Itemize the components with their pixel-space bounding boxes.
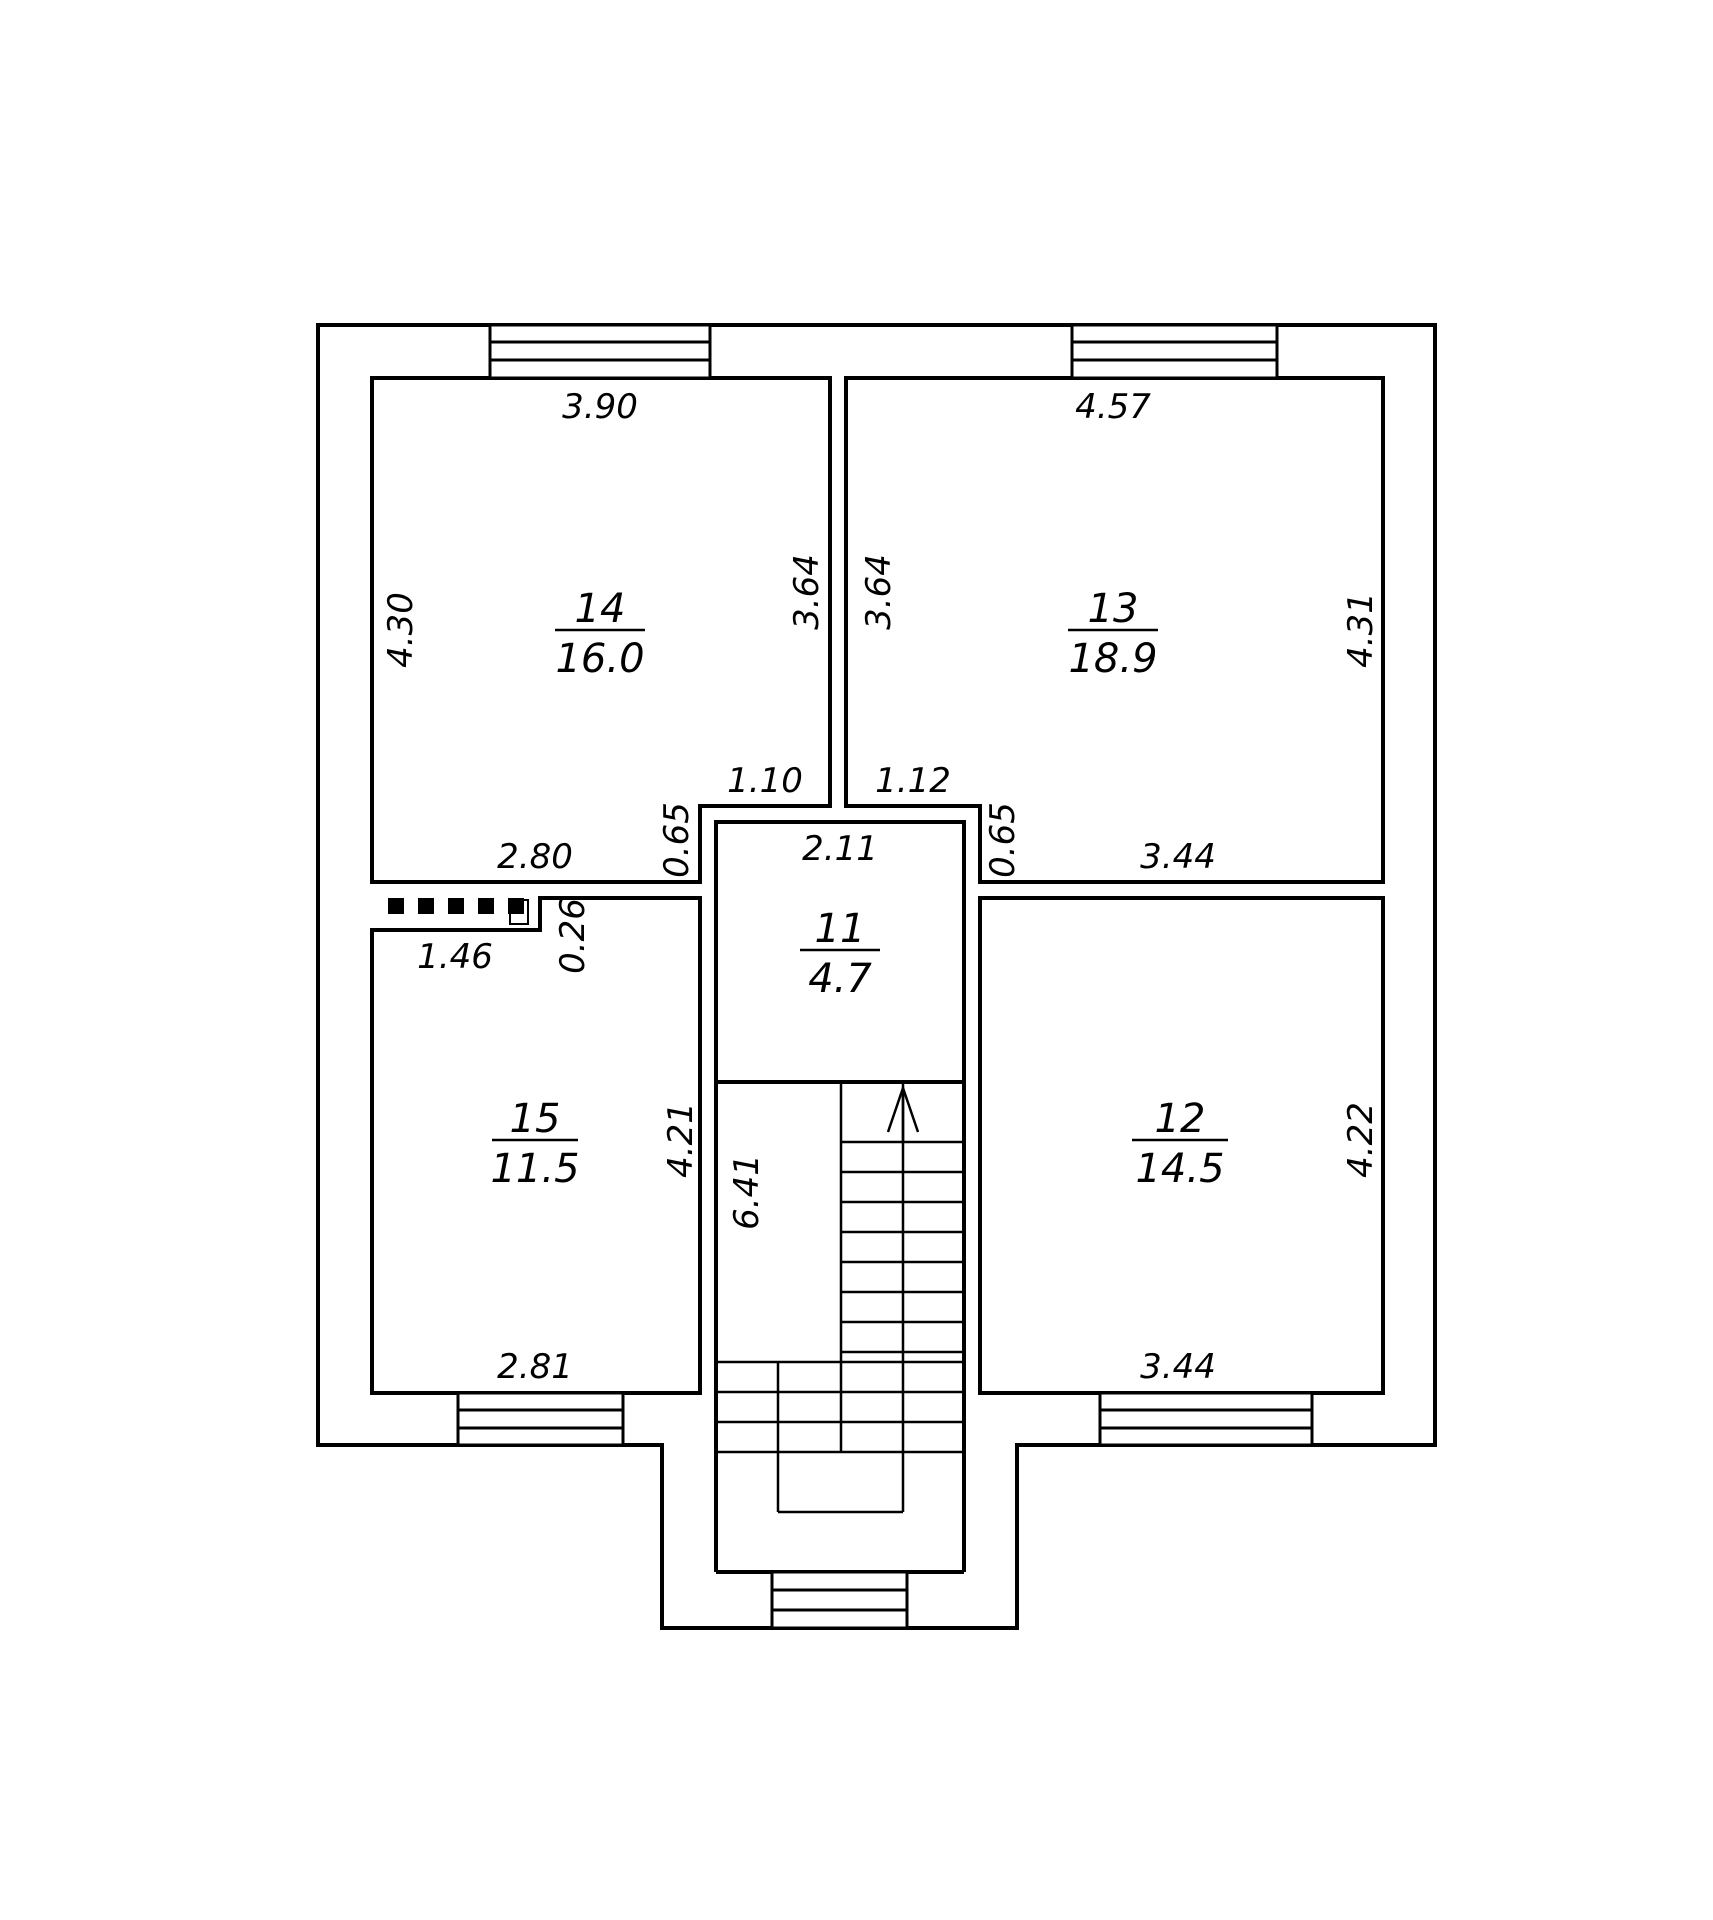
dim-r12-right: 4.22: [1341, 1102, 1381, 1178]
room-area: 11.5: [490, 1146, 579, 1192]
window-stair: [770, 1570, 909, 1630]
room-number: 12: [1155, 1096, 1206, 1142]
dim-hall-left-top: 1.10: [727, 761, 803, 801]
dim-r13-right: 4.31: [1341, 592, 1381, 668]
dim-r14-bottom: 2.80: [497, 837, 573, 877]
dim-r13-top: 4.57: [1075, 387, 1151, 427]
room-area: 16.0: [555, 636, 644, 682]
ventilation-blocks: [388, 898, 529, 925]
staircase: [716, 1082, 964, 1514]
window-bottom-right: [1098, 1391, 1314, 1447]
room-number: 15: [510, 1096, 561, 1142]
dim-r14-top: 3.90: [562, 387, 638, 427]
room-number: 14: [575, 586, 626, 632]
room-label-12: 12 14.5: [1132, 1096, 1228, 1192]
hall-openings: [698, 804, 982, 822]
dim-r15-notch: 0.26: [553, 898, 593, 974]
dim-r13-left: 3.64: [859, 554, 899, 630]
window-bottom-left: [456, 1391, 625, 1447]
room-area: 14.5: [1135, 1146, 1224, 1192]
window-top-left: [488, 323, 712, 380]
dim-r15-right: 4.21: [661, 1102, 701, 1178]
room-label-14: 14 16.0: [555, 586, 645, 682]
dim-hall-right-top: 1.12: [875, 761, 951, 801]
room-label-15: 15 11.5: [490, 1096, 579, 1192]
dim-r12-bottom: 3.44: [1140, 1347, 1216, 1387]
room-number: 11: [815, 906, 866, 952]
room-13-outline: [844, 376, 1385, 884]
room-15-outline: [370, 896, 702, 1395]
room-number: 13: [1088, 586, 1139, 632]
dim-r14-step: 0.65: [657, 802, 697, 878]
dim-r15-top: 1.46: [417, 937, 493, 977]
dim-r15-bottom: 2.81: [497, 1347, 573, 1387]
dim-hall-width: 2.11: [802, 829, 878, 869]
dim-stair-length: 6.41: [727, 1154, 767, 1230]
room-label-13: 13 18.9: [1068, 586, 1158, 682]
dim-r13-step: 0.65: [983, 802, 1023, 878]
dim-r14-left: 4.30: [381, 592, 421, 668]
dim-r13-bottom: 3.44: [1140, 837, 1216, 877]
dim-r14-right: 3.64: [787, 554, 827, 630]
window-top-right: [1070, 323, 1279, 380]
room-area: 4.7: [808, 956, 872, 1002]
room-label-11: 11 4.7: [800, 906, 880, 1002]
exterior-wall: [316, 323, 1437, 1630]
room-area: 18.9: [1068, 636, 1157, 682]
stair-direction-arrow-icon: [886, 1084, 920, 1142]
